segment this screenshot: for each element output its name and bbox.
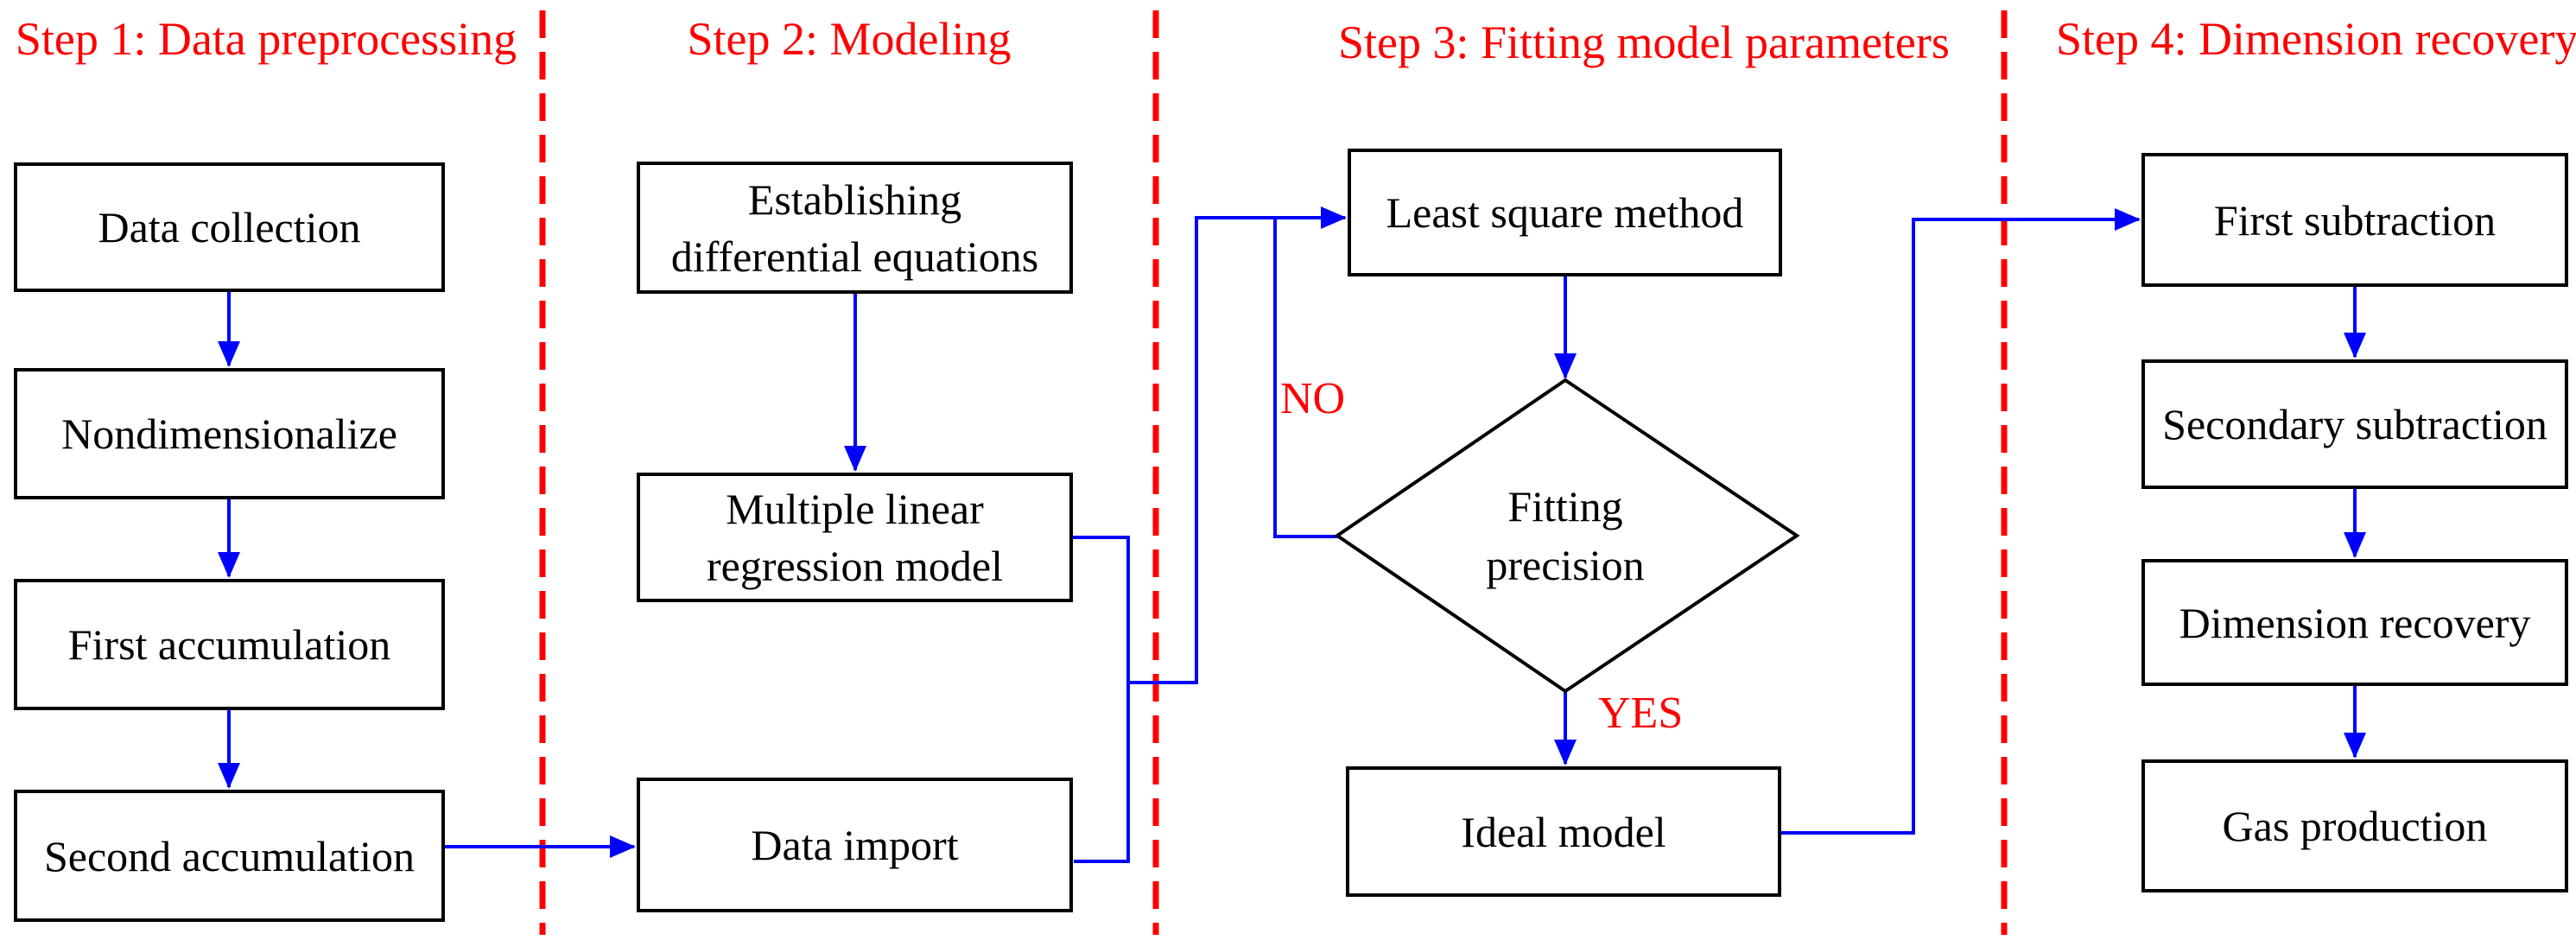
node-first-subtraction: First subtraction bbox=[2141, 153, 2568, 287]
connector-no-loop bbox=[1273, 219, 1337, 538]
node-least-square-method: Least square method bbox=[1348, 149, 1782, 276]
node-data-import: Data import bbox=[637, 778, 1073, 912]
decision-diamond-shape bbox=[1334, 378, 1800, 694]
node-multiple-linear-regression-model: Multiple linear regression model bbox=[637, 473, 1073, 602]
node-first-accumulation: First accumulation bbox=[14, 579, 445, 710]
connector-bus-to-least-square bbox=[1128, 206, 1347, 684]
step-title-3: Step 3: Fitting model parameters bbox=[1338, 16, 1950, 68]
node-ideal-model: Ideal model bbox=[1346, 766, 1781, 897]
label-yes: YES bbox=[1598, 689, 1684, 738]
step-title-1: Step 1: Data preprocessing bbox=[15, 13, 517, 65]
step-title-4: Step 4: Dimension recovery bbox=[2056, 13, 2576, 65]
node-gas-production: Gas production bbox=[2141, 759, 2568, 892]
node-establishing-differential-equations: Establishing differential equations bbox=[637, 162, 1073, 294]
node-nondimensionalize: Nondimensionalize bbox=[14, 368, 445, 499]
connector-ideal-model-to-first-subtraction bbox=[1781, 208, 2141, 835]
node-data-collection: Data collection bbox=[14, 162, 445, 292]
node-dimension-recovery: Dimension recovery bbox=[2141, 559, 2568, 686]
decision-fitting-precision-label: Fitting precision bbox=[1486, 482, 1645, 589]
node-second-accumulation: Second accumulation bbox=[14, 790, 445, 922]
node-secondary-subtraction: Secondary subtraction bbox=[2141, 359, 2568, 489]
connector-regression-dataimport-bus bbox=[1073, 536, 1130, 863]
step-title-2: Step 2: Modeling bbox=[687, 13, 1012, 65]
label-no: NO bbox=[1280, 374, 1346, 423]
